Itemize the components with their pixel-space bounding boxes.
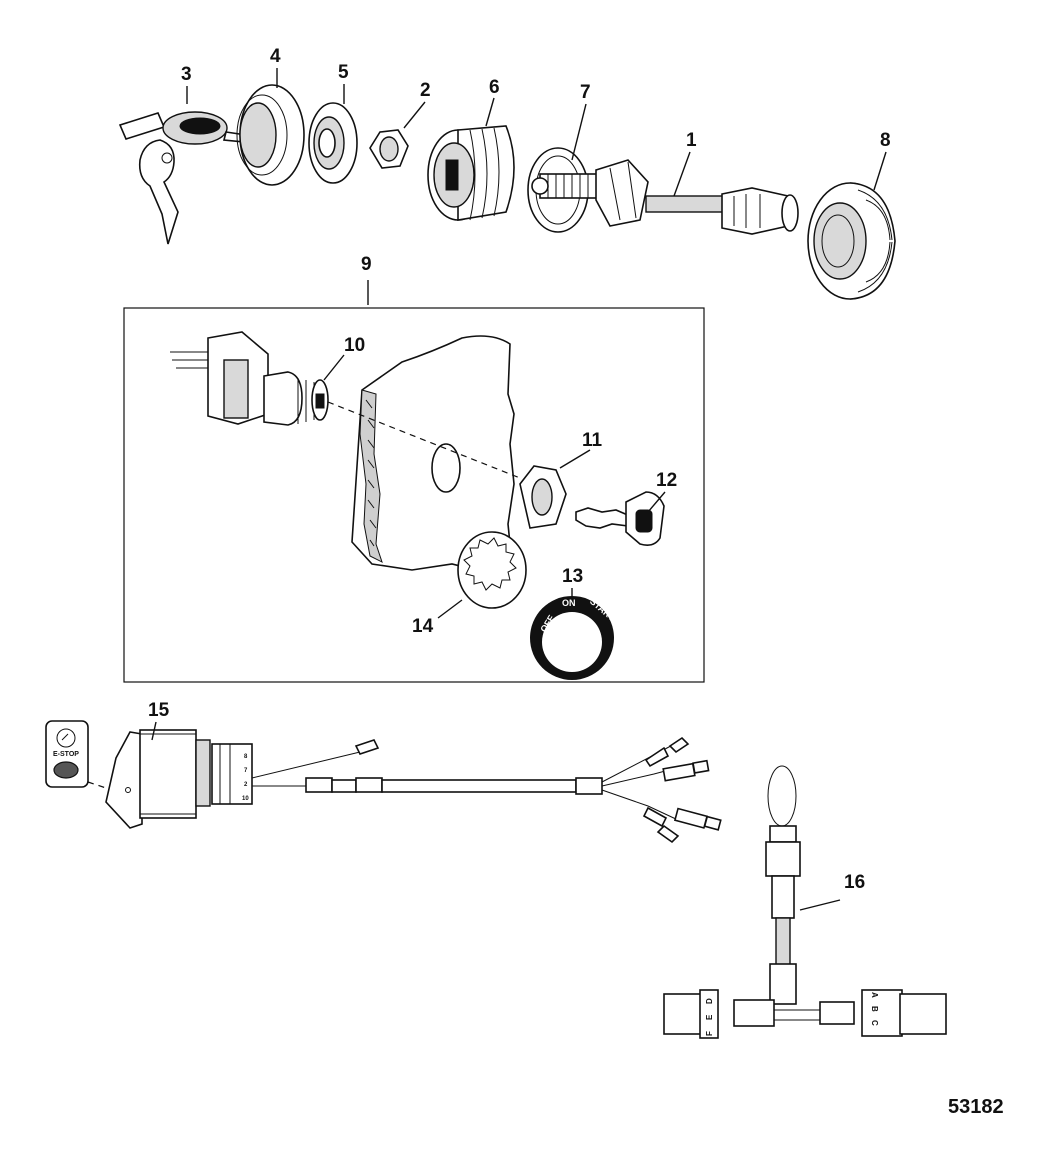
- key-set-part: [118, 111, 268, 245]
- callout-12: 12: [656, 470, 677, 491]
- callout-6: 6: [489, 77, 500, 98]
- pin-label-10: 10: [242, 796, 249, 802]
- ignition-key-part: [575, 491, 665, 546]
- estop-switch-part: [105, 729, 253, 829]
- washer-stud-part: [527, 147, 599, 233]
- panel-nut-part: [519, 465, 567, 529]
- callout-2: 2: [420, 80, 431, 101]
- decal-on-label: ON: [562, 598, 576, 608]
- callout-15: 15: [148, 700, 170, 721]
- callout-13: 13: [562, 566, 583, 587]
- key-switch-body-part: [170, 331, 329, 426]
- switch-body-cable-part: [595, 159, 799, 235]
- estop-plate: E-STOP: [45, 720, 89, 788]
- callout-8: 8: [880, 130, 891, 151]
- ignition-decal-ring-part: OFF ON START: [530, 596, 617, 680]
- conn-label-d: D: [705, 998, 714, 1004]
- pin-label-7: 7: [244, 768, 248, 774]
- cap-part: [807, 182, 896, 300]
- seal-part: [308, 102, 358, 184]
- hex-nut-part: [369, 129, 409, 169]
- conn-label-f: F: [705, 1031, 714, 1036]
- callout-3: 3: [181, 64, 192, 85]
- callout-14: 14: [412, 616, 434, 637]
- callout-1: 1: [686, 130, 697, 151]
- conn-label-e: E: [705, 1014, 714, 1020]
- callout-10: 10: [344, 335, 365, 356]
- key-switch-kit-frame: [123, 307, 705, 683]
- conn-label-a: A: [870, 992, 879, 998]
- pin-label-2: 2: [244, 782, 248, 788]
- callout-9: 9: [361, 254, 372, 275]
- figure-id: 53182: [948, 1096, 1004, 1118]
- callout-5: 5: [338, 62, 349, 83]
- pin-label-8: 8: [244, 754, 248, 760]
- lock-washer-part: [457, 531, 527, 609]
- estop-label: E-STOP: [53, 751, 79, 758]
- callout-16: 16: [844, 872, 865, 893]
- bezel-ring-part: [236, 84, 305, 186]
- conn-label-b: B: [870, 1006, 879, 1012]
- callout-7: 7: [580, 82, 591, 103]
- switch-housing-part: [427, 125, 515, 221]
- dash-panel-cutaway: [351, 335, 515, 575]
- callout-4: 4: [270, 46, 281, 67]
- estop-harness-cable: [251, 736, 722, 844]
- conn-label-c: C: [870, 1020, 879, 1026]
- callout-11: 11: [582, 430, 603, 451]
- y-harness-part: [663, 765, 947, 1039]
